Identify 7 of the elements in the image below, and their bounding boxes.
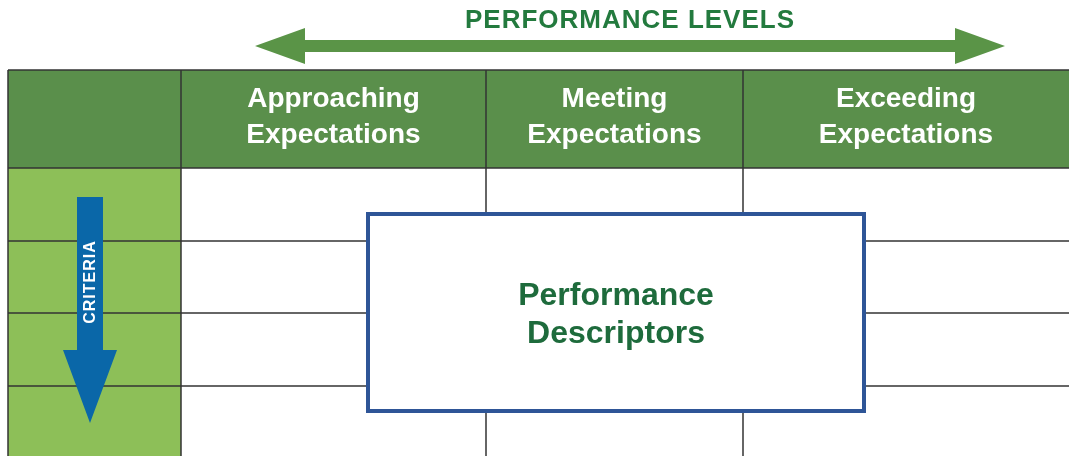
axis-title: CRITERIA bbox=[81, 240, 99, 324]
column-header: Meeting Expectations bbox=[526, 81, 703, 151]
box-title: Performance Descriptors bbox=[517, 274, 715, 351]
column-header: Exceeding Expectations bbox=[817, 81, 995, 151]
column-header: Approaching Expectations bbox=[245, 81, 422, 151]
callout-box bbox=[366, 212, 866, 413]
axis-title: PERFORMANCE LEVELS bbox=[464, 4, 796, 35]
